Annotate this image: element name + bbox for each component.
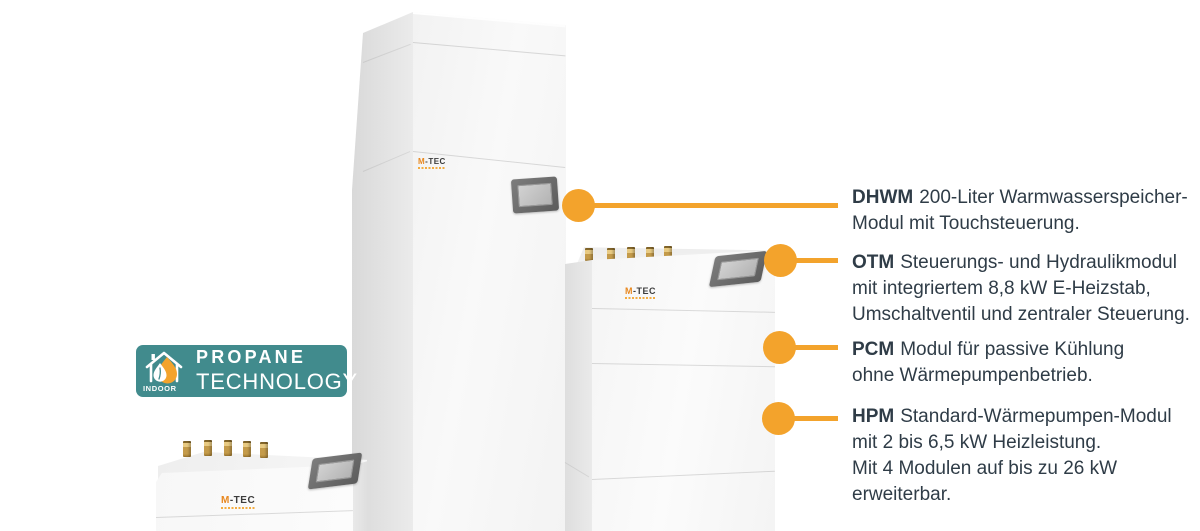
callout-line-hpm bbox=[779, 416, 838, 421]
stack-touch-display bbox=[708, 250, 768, 288]
callout-line-dhwm bbox=[579, 203, 838, 208]
stacked-module-unit bbox=[592, 250, 775, 531]
badge-title-propane: PROPANE bbox=[196, 347, 307, 367]
brass-fitting bbox=[664, 246, 672, 259]
brass-fitting bbox=[585, 248, 593, 261]
annotation-text: Steuerungs- und Hydraulikmodul bbox=[900, 252, 1177, 273]
indoor-house-flame-icon: INDOOR bbox=[142, 349, 190, 393]
callout-marker-hpm bbox=[762, 402, 795, 435]
indoor-label: INDOOR bbox=[143, 384, 177, 393]
mtec-logo-tec: -TEC bbox=[229, 495, 256, 506]
mtec-logo: M-TEC bbox=[625, 287, 656, 299]
mtec-logo: M-TEC bbox=[221, 496, 255, 509]
brass-fitting bbox=[260, 442, 268, 458]
mtec-logo-m: M bbox=[625, 286, 633, 296]
annotation-line: Umschaltventil und zentraler Steuerung. bbox=[852, 304, 1190, 325]
annotation-line: mit integriertem 8,8 kW E-Heizstab, bbox=[852, 278, 1151, 299]
brass-fitting bbox=[607, 248, 615, 261]
module-code: PCM bbox=[852, 339, 895, 360]
annotation-text: Standard-Wärmepumpen-Modul bbox=[900, 406, 1172, 427]
mtec-logo: M-TEC bbox=[418, 158, 446, 169]
module-code: HPM bbox=[852, 406, 895, 427]
annotation-line: Mit 4 Modulen auf bis zu 26 kW erweiterb… bbox=[852, 458, 1118, 505]
module-code: DHWM bbox=[852, 187, 914, 208]
display-screen bbox=[315, 459, 355, 483]
annotation-text: 200-Liter Warmwasserspeicher- bbox=[919, 187, 1188, 208]
brass-fitting bbox=[646, 247, 654, 260]
callout-line-pcm bbox=[780, 345, 838, 350]
badge-title-technology: TECHNOLOGY bbox=[196, 369, 359, 394]
brass-fitting bbox=[204, 440, 212, 456]
display-screen bbox=[517, 183, 553, 207]
brass-fitting bbox=[224, 440, 232, 456]
display-screen bbox=[717, 257, 759, 281]
tower-unit bbox=[413, 12, 566, 531]
brass-fitting bbox=[243, 441, 251, 457]
tower-side-face bbox=[352, 12, 413, 531]
annotation-line: Modul mit Touchsteuerung. bbox=[852, 213, 1080, 234]
brass-fitting bbox=[183, 441, 191, 457]
mtec-logo-tec: -TEC bbox=[633, 286, 656, 296]
callout-line-otm bbox=[781, 258, 838, 263]
badge-title: PROPANE TECHNOLOGY bbox=[196, 347, 358, 395]
callout-marker-pcm bbox=[763, 331, 796, 364]
mtec-logo-m: M bbox=[221, 495, 230, 506]
annotation-line: mit 2 bis 6,5 kW Heizleistung. bbox=[852, 432, 1102, 453]
tower-touch-display bbox=[510, 176, 560, 214]
brass-fitting bbox=[627, 247, 635, 260]
mtec-logo-tec: -TEC bbox=[425, 157, 446, 166]
callout-marker-dhwm bbox=[562, 189, 595, 222]
annotation-line: ohne Wärmepumpenbetrieb. bbox=[852, 365, 1093, 386]
annotation-text: Modul für passive Kühlung bbox=[900, 339, 1125, 360]
callout-marker-otm bbox=[764, 244, 797, 277]
mtec-logo-m: M bbox=[418, 157, 426, 166]
module-code: OTM bbox=[852, 252, 895, 273]
stack-side-face bbox=[565, 260, 592, 531]
propane-technology-badge: INDOOR PROPANE TECHNOLOGY bbox=[136, 345, 357, 397]
